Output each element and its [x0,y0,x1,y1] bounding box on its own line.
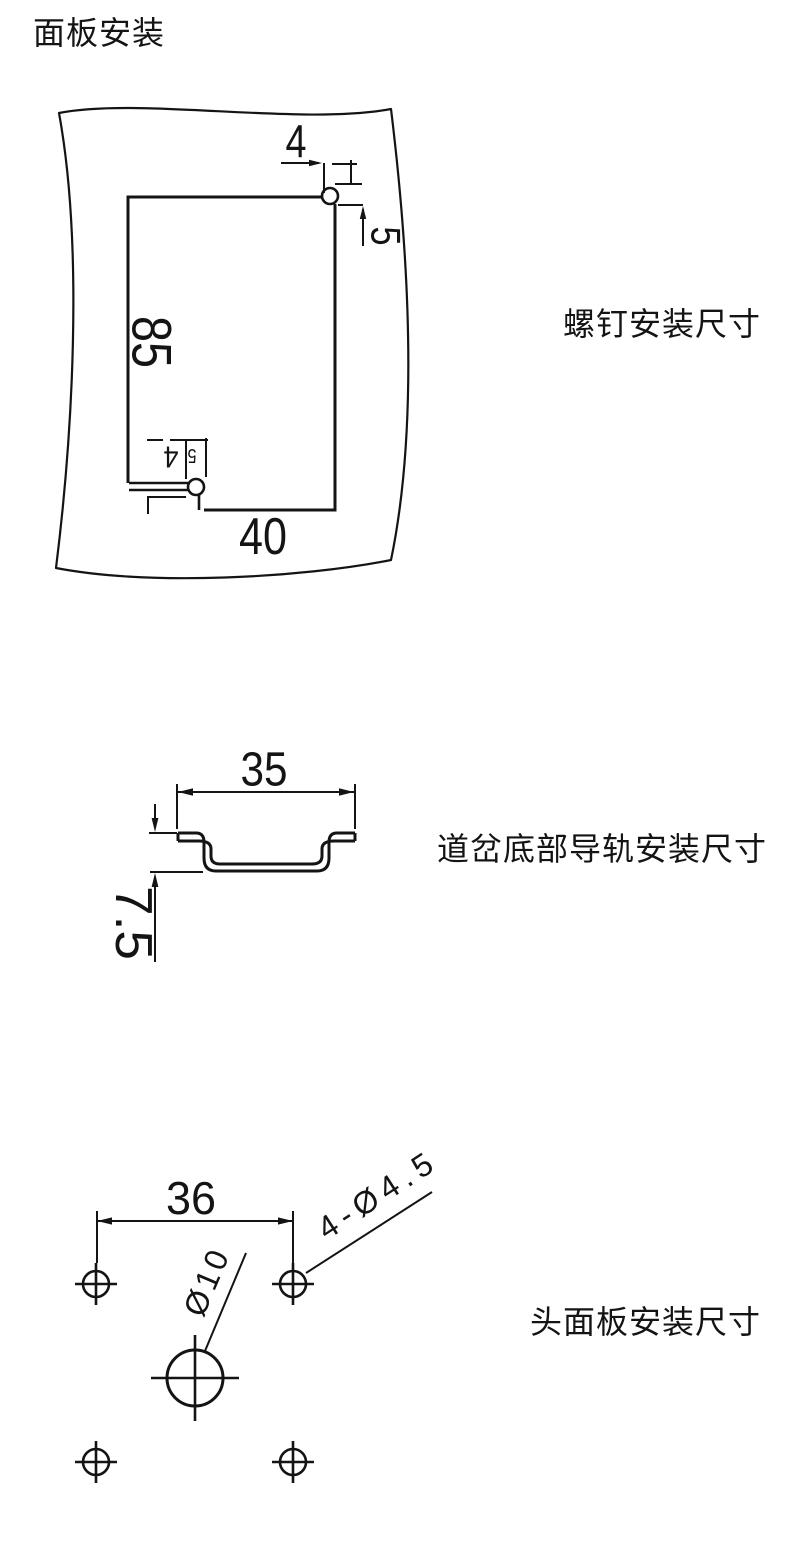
rail-diagram-caption: 道岔底部导轨安装尺寸 [437,831,767,867]
corner-hole-bottom-left [75,1441,117,1483]
corner-hole-top-right [272,1263,314,1305]
callout-center-hole-text: Ø10 [176,1245,236,1322]
corner-hole-bottom-right [272,1441,314,1483]
dim-4-bottom: 4 5 [147,438,208,514]
rail-profile-outer [178,831,355,873]
callout-corner-holes: 4-Ø4.5 [305,1146,440,1274]
dim-4-top: 4 [281,115,357,193]
dim-40-value: 40 [239,508,287,566]
screw-slot-bottom-left [129,481,201,510]
rail-profile-diagram: 35 7.5 道岔底部导轨安装尺寸 [104,744,767,962]
dim-36-value: 36 [166,1172,216,1224]
screw-hole-bottom-left [186,477,206,497]
callout-center-hole: Ø10 [176,1245,247,1352]
dim-4-bottom-value: 4 [164,440,179,475]
page-title: 面板安装 [33,15,165,51]
head-panel-diagram: 36 [75,1146,761,1483]
dim-35-value: 35 [241,744,288,797]
center-hole [151,1335,239,1421]
dim-36: 36 [96,1172,294,1263]
dim-5-bottom-value: 5 [188,444,197,466]
dim-7-5: 7.5 [104,804,203,962]
screw-hole-top-right [320,186,340,206]
dim-35: 35 [176,744,356,829]
dim-5-right-value: 5 [363,227,410,246]
screw-diagram-caption: 螺钉安装尺寸 [563,306,761,342]
corner-hole-top-left [75,1263,117,1305]
head-panel-caption: 头面板安装尺寸 [530,1304,761,1340]
cutout-rect [126,195,337,512]
panel-break-outline [54,106,410,580]
screw-mount-diagram: 4 5 4 5 85 40 [54,106,761,580]
rail-profile-inner [178,839,355,866]
dim-85-value: 85 [121,316,184,368]
dim-7-5-value: 7.5 [104,886,162,960]
dim-4-top-value: 4 [286,115,307,167]
dim-5-right: 5 [335,183,410,246]
callout-corner-holes-text: 4-Ø4.5 [311,1146,440,1247]
